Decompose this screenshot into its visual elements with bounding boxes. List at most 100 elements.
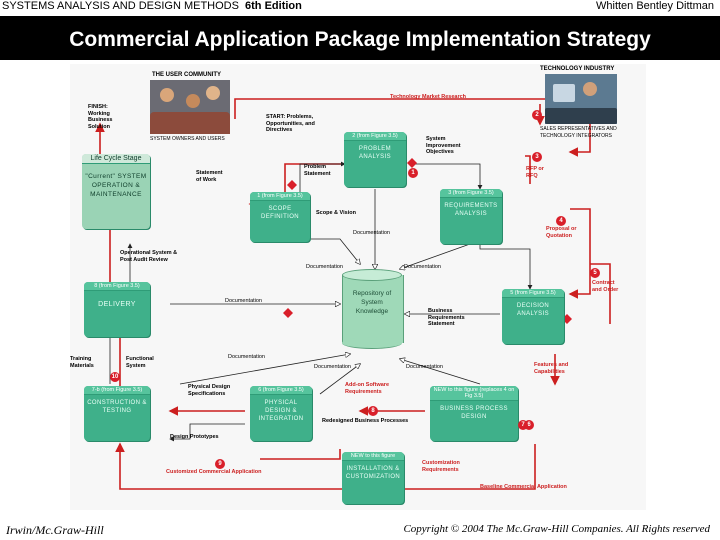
label-documentation-2: Documentation [306,264,343,270]
diamond-2 [407,158,417,168]
sales-reps-label: SALES REPRESENTATIVES AND TECHNOLOGY INT… [540,126,617,139]
slide-title: Commercial Application Package Implement… [0,16,720,60]
physical-name: PHYSICAL DESIGN & INTEGRATION [258,400,304,422]
label-rfp: RFP or RFQ [526,166,544,179]
label-documentation-7: Documentation [406,364,443,370]
label-documentation-5: Documentation [228,354,265,360]
process-installation: NEW to this figure INSTALLATION & CUSTOM… [342,452,404,504]
scope-ref: 1 (from Figure 3.5) [250,192,310,201]
system-owners-label: SYSTEM OWNERS AND USERS [150,136,225,142]
label-design-prototypes: Design Prototypes [170,434,219,440]
user-community-photo [150,80,230,134]
label-system-improvement: System Improvement Objectives [426,136,461,155]
footer-publisher: Irwin/Mc.Graw-Hill [6,523,104,537]
life-cycle-stage-body: "Current" SYSTEM OPERATION & MAINTENANCE [85,173,147,198]
red-flow-quote [568,208,591,299]
doc-scope-repo [300,238,360,264]
book-title: SYSTEMS ANALYSIS AND DESIGN METHODS 6th … [2,0,302,12]
step-number-2: 2 [532,110,542,120]
process-construction-testing: 7-b (from Figure 3.5) CONSTRUCTION & TES… [84,386,150,441]
label-training: Training Materials [70,356,94,369]
requirements-name: REQUIREMENTS ANALYSIS [444,203,498,217]
process-business-design: NEW to this figure (replaces 4 on Fig 3.… [430,386,518,441]
installation-name: INSTALLATION & CUSTOMIZATION [345,466,401,480]
step-number-9: 9 [215,459,225,469]
diamond-4 [283,308,293,318]
label-documentation-4: Documentation [225,298,262,304]
process-requirements-analysis: 3 (from Figure 3.5) REQUIREMENTS ANALYSI… [440,189,502,244]
diamond-markers [283,158,572,324]
label-problem-statement: Problem Statement [304,164,331,177]
flow-problem-req [410,163,483,190]
label-proposal: Proposal or Quotation [546,226,577,239]
label-tech-market-research: Technology Market Research [390,94,467,100]
red-flow-contract [590,263,611,324]
step-number-5: 5 [590,268,600,278]
label-documentation-3: Documentation [404,264,441,270]
label-baseline: Baseline Commercial Application [480,484,567,490]
red-flow-baseline [115,442,536,490]
diamond-1 [287,180,297,190]
label-documentation-6: Documentation [314,364,351,370]
label-business-req: Business Requirements Statement [428,308,465,327]
problem-name: PROBLEM ANALYSIS [358,146,392,160]
construction-name: CONSTRUCTION & TESTING [87,400,147,414]
delivery-ref: 8 (from Figure 3.5) [84,282,150,291]
physical-ref: 6 (from Figure 3.5) [250,386,312,395]
business-name: BUSINESS PROCESS DESIGN [440,406,508,420]
construction-ref: 7-b (from Figure 3.5) [84,386,150,395]
doc-business-repo [400,359,481,385]
process-decision-analysis: 5 (from Figure 3.5) DECISION ANALYSIS [502,289,564,344]
red-flow-rfp [525,155,531,184]
book-edition: 6th Edition [245,0,302,12]
problem-ref: 2 (from Figure 3.5) [344,132,406,141]
strategy-diagram: THE USER COMMUNITY SYSTEM OWNERS AND USE… [70,64,646,510]
footer-copyright: Copyright © 2004 The Mc.Graw-Hill Compan… [403,523,710,535]
label-documentation-1: Documentation [353,230,390,236]
label-functional: Functional System [126,356,154,369]
authors: Whitten Bentley Dittman [596,0,714,12]
process-physical-design: 6 (from Figure 3.5) PHYSICAL DESIGN & IN… [250,386,312,441]
decision-name: DECISION ANALYSIS [516,303,550,317]
step-number-4: 4 [556,216,566,226]
repository-cylinder: Repository of System Knowledge [342,269,404,349]
technology-industry-photo [545,74,617,124]
user-community-title: THE USER COMMUNITY [152,72,221,78]
requirements-ref: 3 (from Figure 3.5) [440,189,502,198]
life-cycle-stage-box: Life Cycle Stage "Current" SYSTEM OPERAT… [82,154,150,229]
label-customized-app: Customized Commercial Application [166,469,262,475]
step-number-10: 10 [110,372,120,382]
label-redesigned: Redesigned Business Processes [322,418,409,424]
label-features: Features and Capabilities [534,362,569,375]
decision-ref: 5 (from Figure 3.5) [502,289,564,298]
step-number-6: 6 [524,420,534,430]
label-customization-req: Customization Requirements [422,460,460,473]
doc-construct-repo [179,354,350,385]
technology-industry-title: TECHNOLOGY INDUSTRY [540,66,615,72]
book-title-text: SYSTEMS ANALYSIS AND DESIGN METHODS [2,0,239,12]
label-scope-vision: Scope & Vision [316,210,356,216]
installation-ref: NEW to this figure [342,452,404,461]
doc-physical-repo [319,364,360,395]
doc-req-repo [400,243,471,269]
process-scope-definition: 1 (from Figure 3.5) SCOPE DEFINITION [250,192,310,242]
red-flow-custom [260,449,341,460]
label-add-on: Add-on Software Requirements [345,382,389,395]
life-cycle-stage-title: Life Cycle Stage [82,154,150,164]
delivery-name: DELIVERY [98,301,136,308]
process-delivery: 8 (from Figure 3.5) DELIVERY [84,282,150,337]
step-number-3: 3 [532,152,542,162]
label-operational-system: Operational System & Post Audit Review [120,250,178,263]
diamond-3 [562,314,572,324]
scope-name: SCOPE DEFINITION [261,206,299,220]
start-label: START: Problems, Opportunities, and Dire… [266,114,315,133]
finish-label: FINISH: Working Business Solution [88,104,113,130]
label-contract: Contract and Order [592,280,619,293]
label-physical-spec: Physical Design Specifications [188,384,231,397]
repository-label: Repository of System Knowledge [352,290,392,315]
step-number-8: 8 [368,406,378,416]
step-number-1: 1 [408,168,418,178]
label-statement-of-work: Statement of Work [196,170,223,183]
flow-scope-problem [299,161,346,194]
business-ref: NEW to this figure (replaces 4 on Fig 3.… [430,386,518,401]
